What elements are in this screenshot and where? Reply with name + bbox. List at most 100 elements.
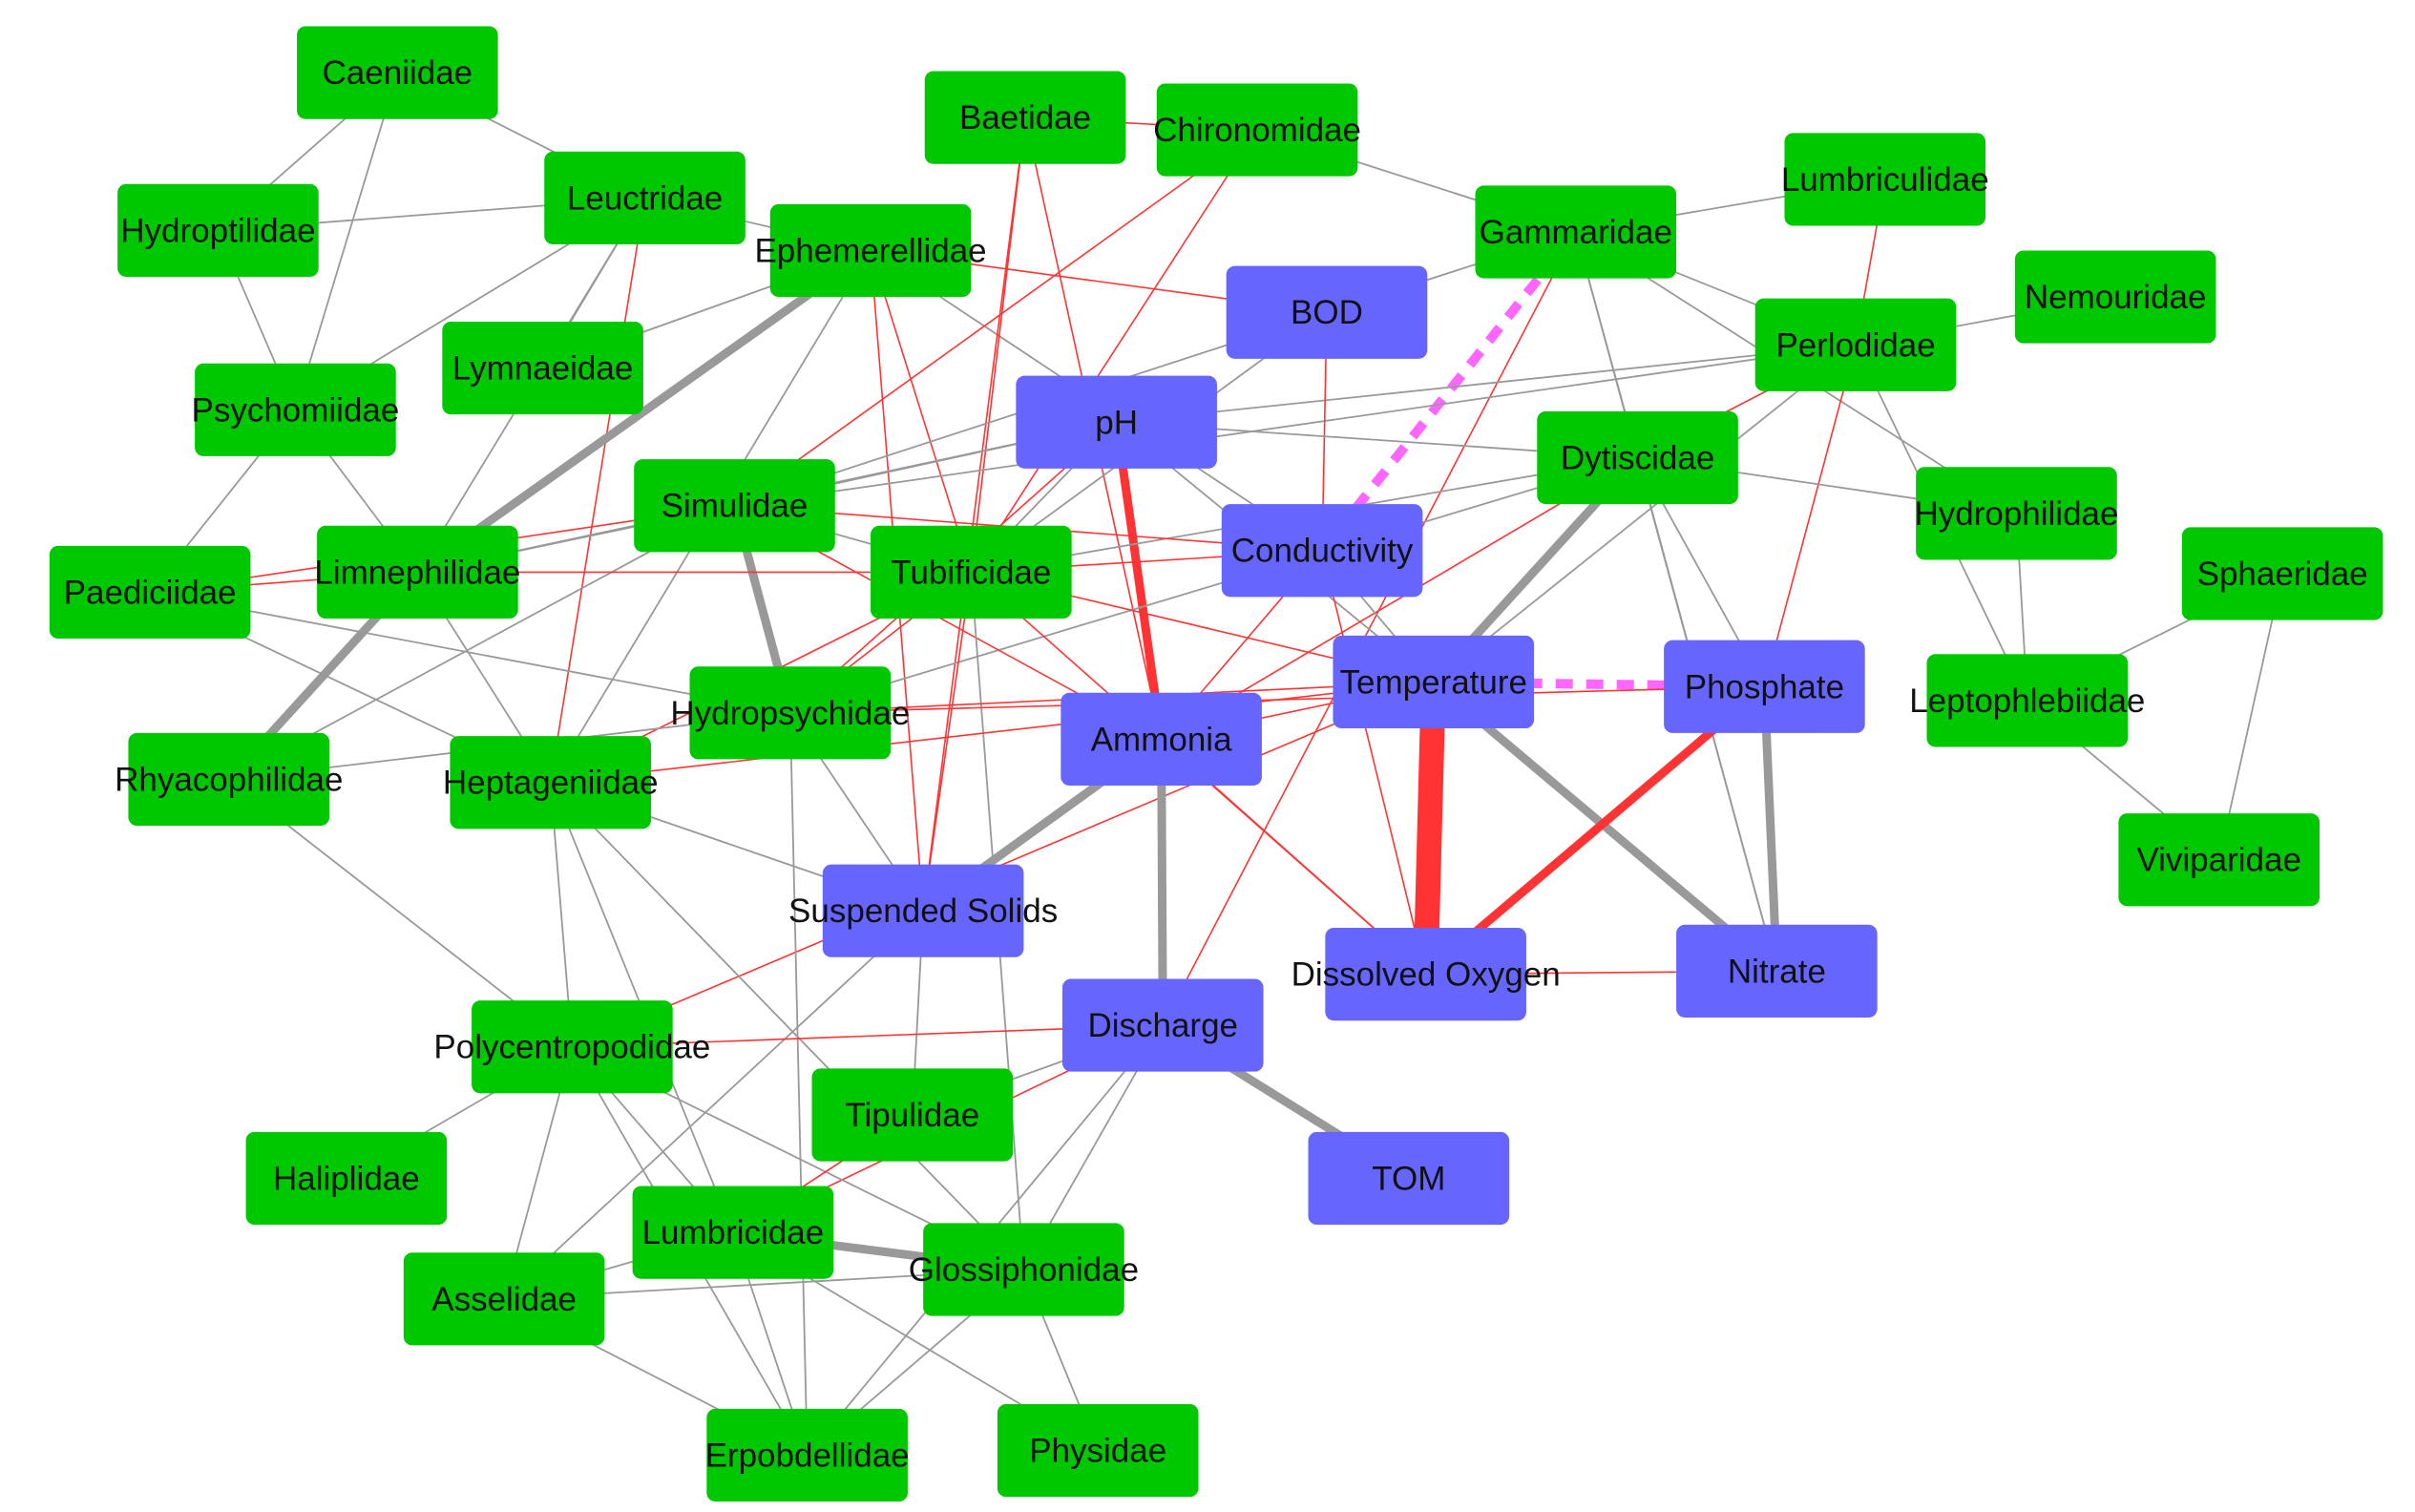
node-gammaridae[interactable]: Gammaridae [1475, 185, 1677, 279]
node-psychomiidae[interactable]: Psychomiidae [191, 363, 399, 456]
edge-perlodidae-phosphate [1763, 345, 1857, 687]
node-leptophlebiidae[interactable]: Leptophlebiidae [1909, 654, 2145, 747]
node-box-glossiphonidae[interactable] [923, 1223, 1124, 1316]
node-box-temperature[interactable] [1333, 635, 1535, 729]
node-paediciidae[interactable]: Paediciidae [49, 545, 251, 640]
node-hydrophilidae[interactable]: Hydrophilidae [1914, 467, 2118, 560]
node-asselidae[interactable]: Asselidae [403, 1252, 605, 1346]
node-caeniidae[interactable]: Caeniidae [297, 26, 498, 119]
node-box-lymnaeidae[interactable] [442, 321, 643, 415]
node-box-asselidae[interactable] [403, 1252, 605, 1346]
node-box-chironomidae[interactable] [1156, 83, 1358, 177]
node-box-ephemerellidae[interactable] [769, 203, 972, 298]
node-box-ammonia[interactable] [1060, 692, 1262, 786]
node-phosphate[interactable]: Phosphate [1664, 640, 1865, 733]
node-heptageniidae[interactable]: Heptageniidae [443, 736, 659, 830]
node-label-gammaridae: Gammaridae [1480, 214, 1672, 251]
node-box-baetidae[interactable] [924, 71, 1126, 164]
node-label-hydropsychidae: Hydropsychidae [670, 695, 910, 732]
node-label-rhyacophilidae: Rhyacophilidae [115, 761, 343, 798]
node-ephemerellidae[interactable]: Ephemerellidae [754, 203, 987, 298]
node-nemouridae[interactable]: Nemouridae [2014, 250, 2216, 344]
node-perlodidae[interactable]: Perlodidae [1754, 298, 1957, 391]
node-box-leptophlebiidae[interactable] [1926, 654, 2129, 747]
node-box-bod[interactable] [1226, 265, 1428, 359]
node-physidae[interactable]: Physidae [997, 1403, 1199, 1498]
node-label-viviparidae: Viviparidae [2136, 842, 2301, 879]
node-box-hydroptilidae[interactable] [117, 183, 319, 277]
node-box-perlodidae[interactable] [1754, 298, 1957, 391]
node-ammonia[interactable]: Ammonia [1060, 692, 1262, 786]
node-box-dytiscidae[interactable] [1537, 410, 1738, 505]
node-suspended-solids[interactable]: Suspended Solids [788, 864, 1058, 957]
node-limnephilidae[interactable]: Limnephilidae [314, 525, 520, 619]
edge-perlodidae-temperature [1433, 344, 1857, 683]
edge-dytiscidae-ammonia [1161, 456, 1638, 741]
node-box-nitrate[interactable] [1676, 924, 1878, 1018]
node-box-haliplidae[interactable] [245, 1131, 448, 1226]
node-box-nemouridae[interactable] [2014, 250, 2216, 344]
node-box-limnephilidae[interactable] [317, 525, 518, 619]
edge-suspended_solids-asselidae [503, 910, 924, 1300]
node-box-suspended-solids[interactable] [822, 864, 1024, 957]
node-lumbriculidae[interactable]: Lumbriculidae [1781, 133, 1989, 226]
node-conductivity[interactable]: Conductivity [1221, 504, 1423, 598]
node-dytiscidae[interactable]: Dytiscidae [1537, 410, 1738, 505]
node-box-gammaridae[interactable] [1475, 185, 1677, 279]
node-box-ph[interactable] [1016, 375, 1217, 469]
node-discharge[interactable]: Discharge [1061, 978, 1264, 1072]
node-box-tubificidae[interactable] [871, 525, 1072, 619]
node-box-hydropsychidae[interactable] [689, 666, 892, 760]
node-box-polycentropodidae[interactable] [472, 1000, 673, 1094]
node-temperature[interactable]: Temperature [1333, 635, 1535, 729]
node-box-lumbricidae[interactable] [632, 1186, 834, 1279]
node-box-rhyacophilidae[interactable] [128, 732, 330, 827]
node-box-simulidae[interactable] [634, 459, 835, 553]
edge-hydropsychidae-erpobdellidae [788, 712, 808, 1456]
node-box-lumbriculidae[interactable] [1784, 133, 1986, 226]
node-box-dissolved-oxygen[interactable] [1325, 928, 1526, 1021]
node-box-discharge[interactable] [1061, 978, 1264, 1072]
node-ph[interactable]: pH [1016, 375, 1217, 469]
node-leuctridae[interactable]: Leuctridae [544, 151, 746, 244]
node-haliplidae[interactable]: Haliplidae [245, 1131, 448, 1226]
node-dissolved-oxygen[interactable]: Dissolved Oxygen [1292, 928, 1561, 1021]
node-simulidae[interactable]: Simulidae [634, 459, 835, 553]
node-box-conductivity[interactable] [1221, 504, 1423, 598]
node-box-erpobdellidae[interactable] [706, 1408, 908, 1502]
node-box-paediciidae[interactable] [49, 545, 251, 640]
node-tubificidae[interactable]: Tubificidae [871, 525, 1072, 619]
node-box-heptageniidae[interactable] [450, 736, 652, 830]
node-label-suspended-solids: Suspended Solids [788, 892, 1058, 930]
node-box-viviparidae[interactable] [2118, 813, 2320, 907]
node-erpobdellidae[interactable]: Erpobdellidae [705, 1408, 910, 1502]
node-baetidae[interactable]: Baetidae [924, 71, 1126, 164]
node-viviparidae[interactable]: Viviparidae [2118, 813, 2320, 907]
node-box-physidae[interactable] [997, 1403, 1199, 1498]
node-tipulidae[interactable]: Tipulidae [811, 1068, 1014, 1162]
edge-heptageniidae-glossiphonidae [550, 782, 1025, 1270]
node-box-tom[interactable] [1308, 1131, 1510, 1226]
node-box-psychomiidae[interactable] [195, 363, 396, 456]
node-hydropsychidae[interactable]: Hydropsychidae [670, 666, 910, 760]
node-hydroptilidae[interactable]: Hydroptilidae [117, 183, 319, 277]
node-box-leuctridae[interactable] [544, 151, 746, 244]
node-box-phosphate[interactable] [1664, 640, 1865, 733]
node-box-sphaeridae[interactable] [2181, 527, 2384, 620]
node-glossiphonidae[interactable]: Glossiphonidae [909, 1223, 1139, 1316]
node-chironomidae[interactable]: Chironomidae [1153, 83, 1361, 177]
edge-conductivity-dissolved_oxygen [1321, 550, 1427, 975]
node-bod[interactable]: BOD [1226, 265, 1428, 359]
node-box-hydrophilidae[interactable] [1916, 467, 2117, 560]
node-polycentropodidae[interactable]: Polycentropodidae [433, 1000, 710, 1094]
node-box-tipulidae[interactable] [811, 1068, 1014, 1162]
node-label-perlodidae: Perlodidae [1775, 326, 1935, 364]
node-tom[interactable]: TOM [1308, 1131, 1510, 1226]
node-lymnaeidae[interactable]: Lymnaeidae [442, 321, 643, 415]
node-rhyacophilidae[interactable]: Rhyacophilidae [115, 732, 343, 827]
node-sphaeridae[interactable]: Sphaeridae [2181, 527, 2384, 620]
node-nitrate[interactable]: Nitrate [1676, 924, 1878, 1018]
node-lumbricidae[interactable]: Lumbricidae [632, 1186, 834, 1279]
edge-temperature-polycentropodidae [572, 681, 1435, 1048]
node-box-caeniidae[interactable] [297, 26, 498, 119]
